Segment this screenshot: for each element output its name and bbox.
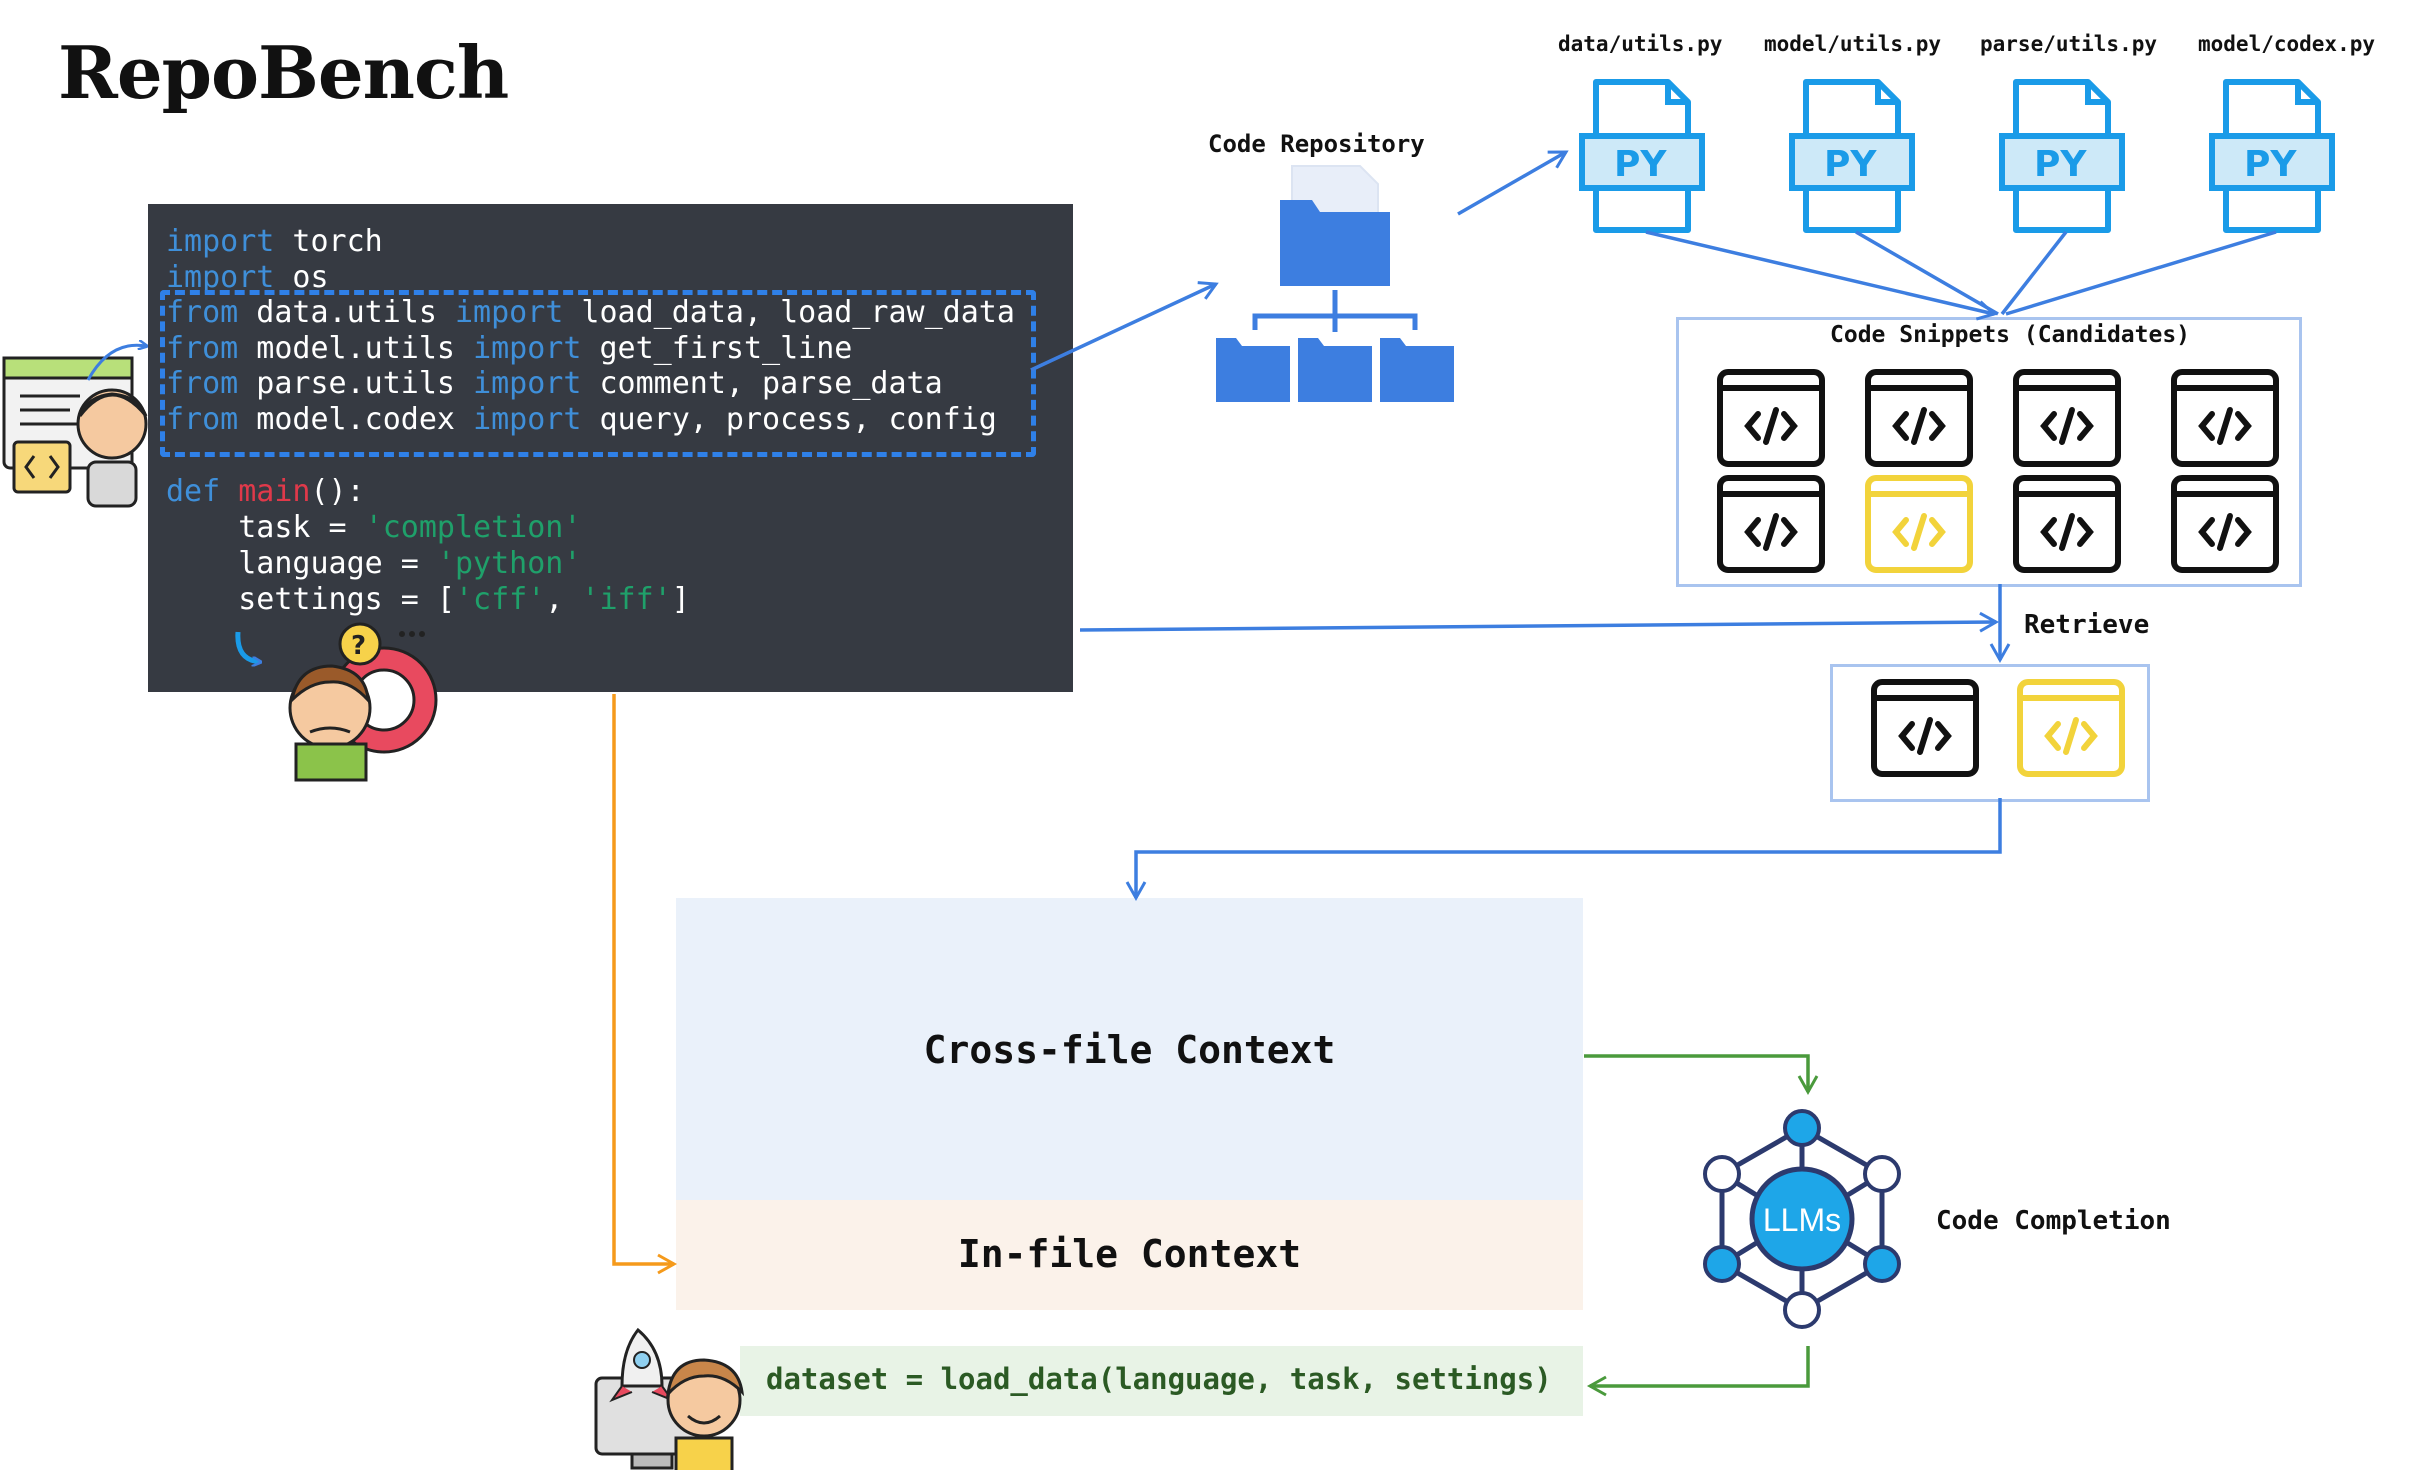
module-name: data.utils: [238, 295, 455, 330]
import-line: from data.utils import load_data, load_r…: [166, 295, 1015, 330]
arrow: [1030, 281, 1219, 372]
developer-computer-icon: [2, 345, 146, 508]
code-text: ,: [545, 582, 582, 617]
string-literal: 'completion': [364, 510, 582, 545]
function-name: main: [238, 474, 311, 509]
code-line: settings = ['cff', 'iff']: [166, 582, 690, 617]
python-file-icon: [1582, 82, 1702, 230]
file-name-label: data/utils.py: [1558, 32, 1723, 56]
arrow: [1586, 1346, 1810, 1397]
code-line: task = 'completion': [166, 510, 581, 545]
keyword: import: [473, 331, 582, 366]
code-editor-panel: import torch import os from data.utils i…: [148, 204, 1073, 692]
cross-file-context-label: Cross-file Context: [923, 1028, 1336, 1072]
code-text: ():: [310, 474, 365, 509]
string-literal: 'python': [436, 546, 582, 581]
keyword: from: [166, 366, 239, 401]
string-literal: 'iff': [581, 582, 672, 617]
retrieved-snippets-box: [1830, 664, 2150, 802]
in-file-context-box: In-file Context: [676, 1200, 1583, 1310]
code-snippet-highlighted-icon: [1868, 478, 1970, 570]
retrieve-label: Retrieve: [2024, 610, 2150, 640]
import-line: from parse.utils import comment, parse_d…: [166, 366, 943, 401]
code-snippet-icon: [1868, 372, 1970, 464]
code-snippet-icon: [2016, 478, 2118, 570]
completion-result-code: dataset = load_data(language, task, sett…: [766, 1362, 1552, 1396]
code-text: os: [274, 260, 329, 295]
module-name: model.codex: [238, 402, 474, 437]
developer-rocket-icon: [594, 1327, 745, 1470]
python-file-icon: [2002, 82, 2122, 230]
code-line: import torch: [166, 224, 383, 259]
code-line: def main():: [166, 474, 365, 509]
arrow: [2000, 230, 2068, 316]
keyword: from: [166, 295, 239, 330]
file-name-label: model/codex.py: [2198, 32, 2376, 56]
cross-file-context-box: Cross-file Context: [676, 898, 1583, 1200]
arrow: [1457, 150, 1569, 216]
keyword: import: [473, 402, 582, 437]
arrow: [1584, 1054, 1819, 1096]
python-file-icon: [2212, 82, 2332, 230]
code-snippet-icon: [1874, 682, 1976, 774]
string-literal: 'cff': [454, 582, 546, 617]
code-line: import os: [166, 260, 329, 295]
module-name: model.utils: [238, 331, 474, 366]
llm-label: LLMs: [1763, 1202, 1841, 1238]
svg-text:?: ?: [351, 631, 366, 661]
diagram-title: RepoBench: [58, 30, 509, 115]
code-completion-label: Code Completion: [1936, 1206, 2171, 1236]
keyword: def: [166, 474, 221, 509]
code-text: get_first_line: [581, 331, 853, 366]
thinking-developer-icon: ?: [235, 622, 438, 782]
module-name: parse.utils: [238, 366, 474, 401]
arrow: [1645, 230, 1997, 321]
import-line: from model.utils import get_first_line: [166, 331, 852, 366]
completion-result-box: dataset = load_data(language, task, sett…: [740, 1346, 1583, 1416]
python-file-icon: [1792, 82, 1912, 230]
cross-file-imports-highlight: [160, 290, 1036, 457]
keyword: import: [473, 366, 582, 401]
arrow: [1125, 798, 2002, 902]
code-snippet-icon: [2174, 478, 2276, 570]
keyword: import: [166, 224, 275, 259]
arrow: [1079, 611, 2000, 633]
code-repository-label: Code Repository: [1208, 130, 1425, 158]
code-text: settings = [: [166, 582, 455, 617]
code-text: load_data, load_raw_data: [563, 295, 1015, 330]
snippets-label: Code Snippets (Candidates): [1830, 322, 2191, 348]
llm-network-icon: LLMs: [1703, 1109, 1901, 1329]
keyword: from: [166, 402, 239, 437]
code-snippet-highlighted-icon: [2020, 682, 2122, 774]
keyword: import: [455, 295, 564, 330]
import-line: from model.codex import query, process, …: [166, 402, 997, 437]
code-text: comment, parse_data: [581, 366, 943, 401]
code-text: torch: [274, 224, 383, 259]
code-snippet-icon: [1720, 478, 1822, 570]
arrow: [612, 694, 678, 1275]
code-snippet-icon: [2174, 372, 2276, 464]
code-text: ]: [671, 582, 690, 617]
code-text: task =: [166, 510, 365, 545]
code-repository-icon: [1216, 165, 1454, 402]
arrow: [1855, 230, 1999, 316]
keyword: from: [166, 331, 239, 366]
code-snippet-icon: [1720, 372, 1822, 464]
code-text: language =: [166, 546, 437, 581]
code-text: query, process, config: [581, 402, 997, 437]
arrow: [2005, 230, 2277, 316]
code-snippet-icon: [2016, 372, 2118, 464]
code-line: language = 'python': [166, 546, 581, 581]
in-file-context-label: In-file Context: [957, 1232, 1302, 1276]
file-name-label: parse/utils.py: [1980, 32, 2158, 56]
file-name-label: model/utils.py: [1764, 32, 1942, 56]
keyword: import: [166, 260, 275, 295]
